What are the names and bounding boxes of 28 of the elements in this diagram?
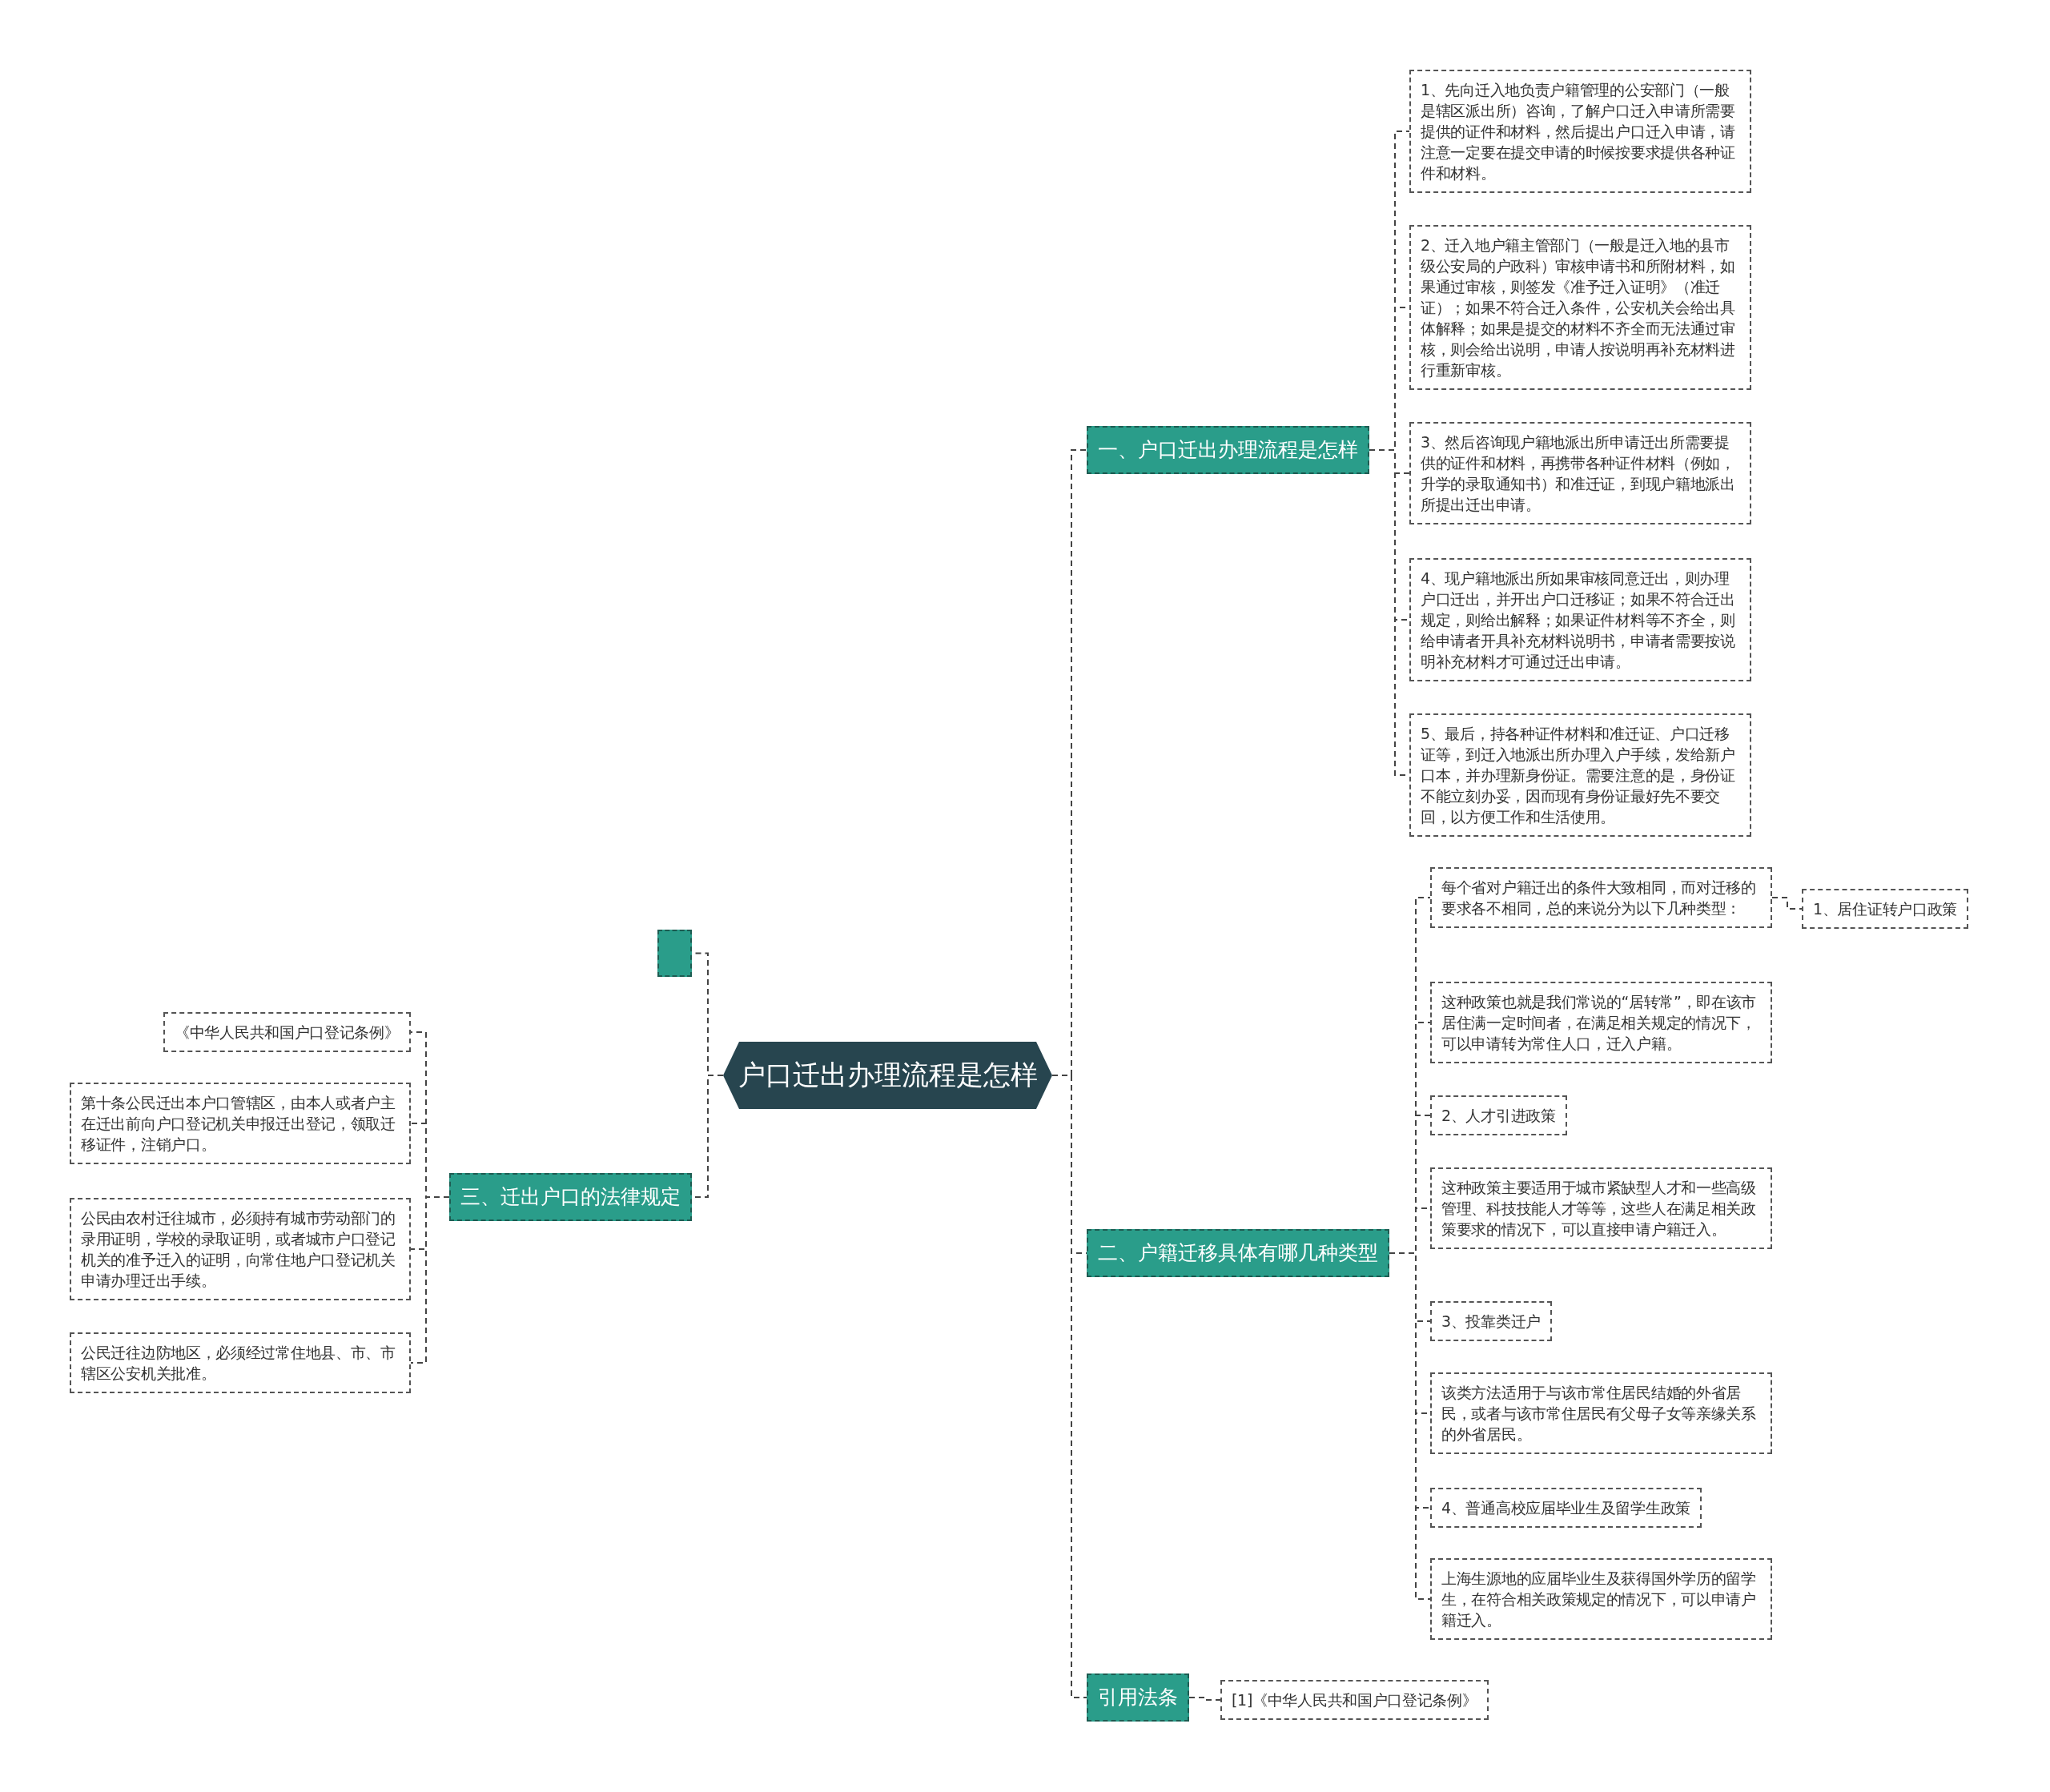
- topic-box: 一、户口迁出办理流程是怎样: [1087, 426, 1369, 474]
- note-box: 1、先向迁入地负责户籍管理的公安部门（一般是辖区派出所）咨询，了解户口迁入申请所需要提供的证件和材料，然后提出户口迁入申请，请注意一定要在提交申请的时候按要求提供各种证件和材料。: [1409, 70, 1751, 193]
- note-box: 5、最后，持各种证件材料和准迁证、户口迁移证等，到迁入地派出所办理入户手续，发给新户口本，并办理新身份证。需要注意的是，身份证不能立刻办妥，因而现有身份证最好先不要交回，以方便工作和生活使用。: [1409, 713, 1751, 837]
- central-topic-text: 户口迁出办理流程是怎样: [738, 1058, 1038, 1092]
- note-box: 2、迁入地户籍主管部门（一般是迁入地的县市级公安局的户政科）审核申请书和所附材料，如果通过审核，则签发《准予迁入证明》（准迁证）；如果不符合迁入条件，公安机关会给出具体解释；如果是提交的材料不齐全而无法通过审核，则会给出说明，申请人按说明再补充材料进行重新审核。: [1409, 225, 1751, 390]
- topic-box: 二、户籍迁移具体有哪几种类型: [1087, 1229, 1389, 1277]
- note-box: 该类方法适用于与该市常住居民结婚的外省居民，或者与该市常住居民有父母子女等亲缘关系的外省居民。: [1430, 1372, 1772, 1454]
- connector-line: [410, 1196, 450, 1364]
- note-box: 4、普通高校应届毕业生及留学生政策: [1430, 1488, 1702, 1528]
- note-box: 4、现户籍地派出所如果审核同意迁出，则办理户口迁出，并开出户口迁移证；如果不符合迁出规定，则给出解释；如果证件材料等不齐全，则给申请者开具补充材料说明书，申请者需要按说明补充材料才可通过迁出申请。: [1409, 558, 1751, 681]
- note-box: [1]《中华人民共和国户口登记条例》: [1220, 1680, 1489, 1720]
- note-box: 第十条公民迁出本户口管辖区，由本人或者户主在迁出前向户口登记机关申报迁出登记，领取迁移证件，注销户口。: [70, 1083, 411, 1164]
- topic-box: 三、迁出户口的法律规定: [449, 1173, 692, 1221]
- note-box: 这种政策也就是我们常说的“居转常”，即在该市居住满一定时间者，在满足相关规定的情况下，可以申请转为常住人口，迁入户籍。: [1430, 982, 1772, 1063]
- connector-line: [1771, 897, 1803, 910]
- note-box: 公民迁往边防地区，必须经过常住地县、市、市辖区公安机关批准。: [70, 1332, 411, 1393]
- note-box: 每个省对户籍迁出的条件大致相同，而对迁移的要求各不相同，总的来说分为以下几种类型：: [1430, 867, 1772, 928]
- note-box: 3、投靠类迁户: [1430, 1301, 1552, 1341]
- note-box: 《中华人民共和国户口登记条例》: [163, 1012, 411, 1052]
- empty-topic-box: [657, 930, 692, 977]
- note-box: 这种政策主要适用于城市紧缺型人才和一些高级管理、科技技能人才等等，这些人在满足相关政策要求的情况下，可以直接申请户籍迁入。: [1430, 1167, 1772, 1249]
- topic-box: 引用法条: [1087, 1673, 1189, 1722]
- note-box: 上海生源地的应届毕业生及获得国外学历的留学生，在符合相关政策规定的情况下，可以申请户籍迁入。: [1430, 1558, 1772, 1640]
- note-box: 公民由农村迁往城市，必须持有城市劳动部门的录用证明，学校的录取证明，或者城市户口登记机关的准予迁入的证明，向常住地户口登记机关申请办理迁出手续。: [70, 1198, 411, 1300]
- note-box: 3、然后咨询现户籍地派出所申请迁出所需要提供的证件和材料，再携带各种证件材料（例如，升学的录取通知书）和准迁证，到现户籍地派出所提出迁出申请。: [1409, 422, 1751, 524]
- connector-line: [1188, 1697, 1221, 1701]
- note-box: 1、居住证转户口政策: [1802, 889, 1969, 929]
- note-box: 2、人才引进政策: [1430, 1095, 1567, 1135]
